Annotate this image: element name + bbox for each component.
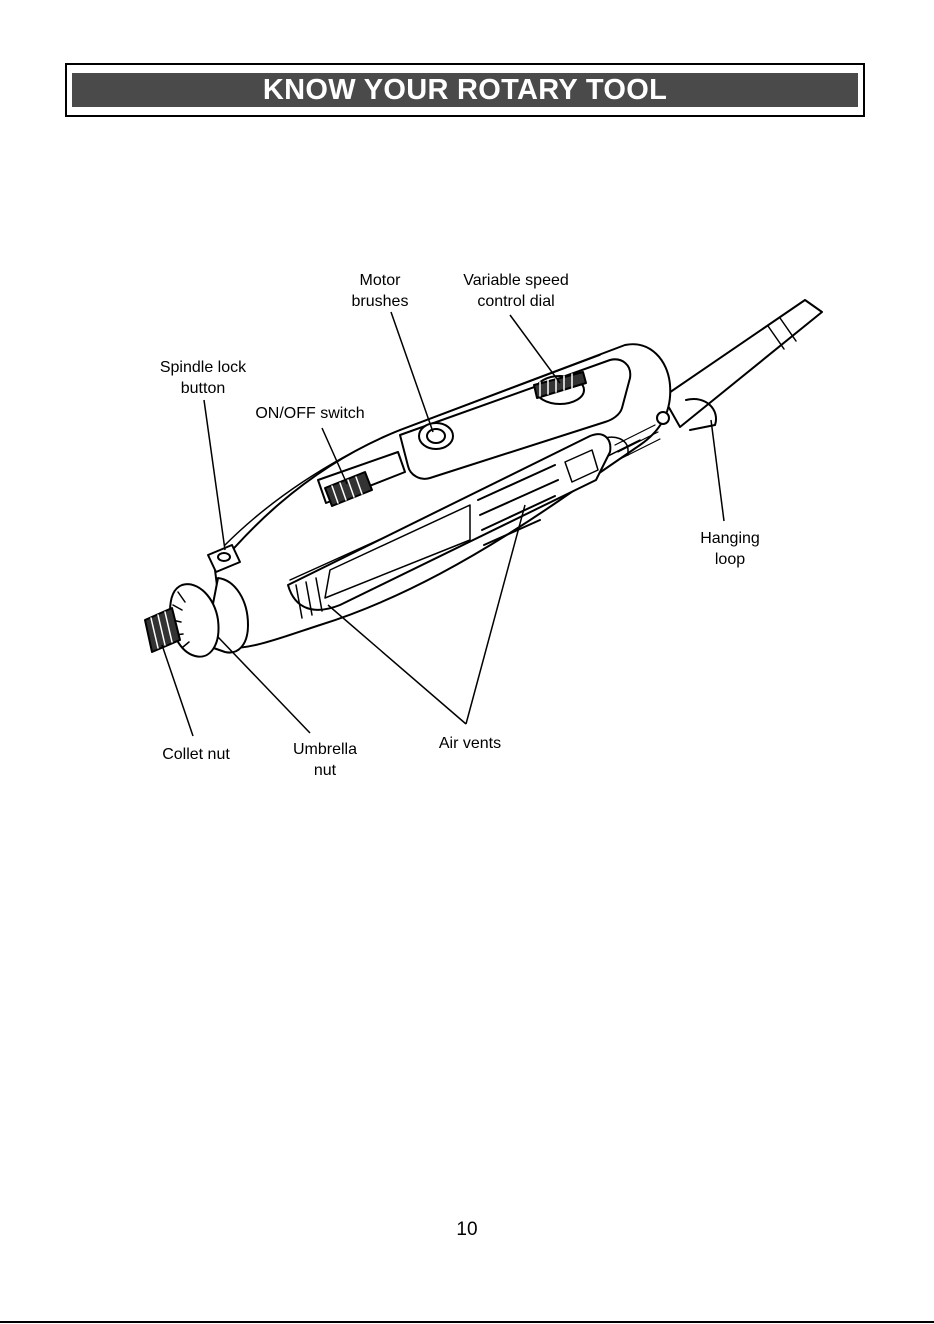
leader-variable-speed — [510, 315, 560, 383]
label-umbrella-nut: Umbrella nut — [280, 739, 370, 781]
leader-umbrella-nut — [218, 637, 310, 733]
label-variable-speed-control-dial: Variable speed control dial — [446, 270, 586, 312]
leader-spindle-lock — [204, 400, 225, 550]
label-on-off-switch: ON/OFF switch — [244, 403, 376, 424]
rotary-tool-illustration — [145, 300, 822, 657]
label-air-vents: Air vents — [425, 733, 515, 754]
leader-collet-nut — [162, 645, 193, 736]
page-number: 10 — [0, 1219, 934, 1241]
leader-motor-brushes — [391, 312, 433, 432]
label-motor-brushes: Motor brushes — [340, 270, 420, 312]
leader-hanging-loop — [711, 420, 724, 521]
label-hanging-loop: Hanging loop — [688, 528, 772, 570]
bottom-rule — [0, 1321, 934, 1323]
leader-air-vents-a — [328, 605, 466, 724]
label-spindle-lock-button: Spindle lock button — [148, 357, 258, 399]
label-collet-nut: Collet nut — [150, 744, 242, 765]
